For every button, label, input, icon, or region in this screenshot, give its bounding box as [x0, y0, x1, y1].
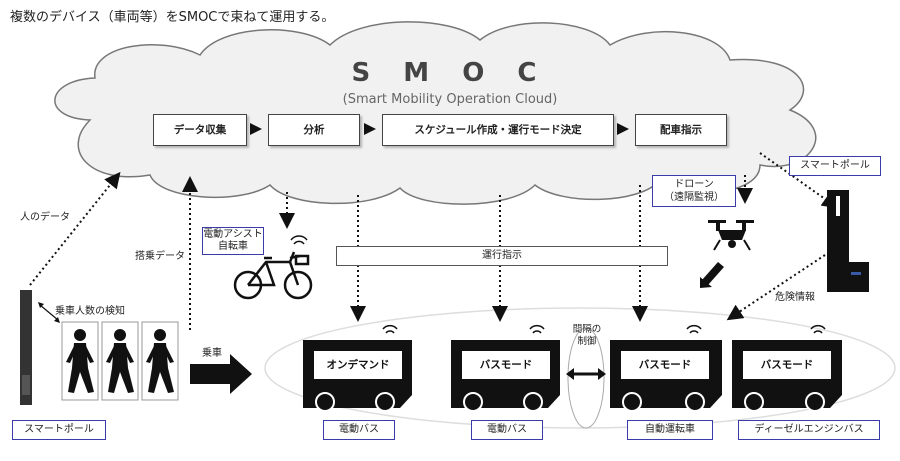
smart-pole-left-label: スマートポール: [12, 420, 106, 440]
drone-icon: [708, 220, 754, 251]
smoc-subtitle: (Smart Mobility Operation Cloud): [342, 92, 558, 107]
danger-info-label: 危険情報: [775, 292, 815, 303]
vehicle-2-label: 電動バス: [471, 420, 543, 440]
page-caption: 複数のデバイス（車両等）をSMOCで束ねて運用する。: [10, 10, 335, 25]
people-group: [61, 321, 179, 401]
boarding-arrow: [190, 354, 252, 394]
vehicle-1-label: 電動バス: [323, 420, 395, 440]
boarding-label: 乗車: [202, 348, 222, 359]
step-data-collection: データ収集: [153, 114, 247, 146]
count-detect-label: 乗車人数の検知: [55, 306, 125, 317]
people-data-label: 人のデータ: [20, 212, 70, 223]
ebike-label: 電動アシスト 自転車: [202, 227, 264, 255]
smart-pole-right-shape: [827, 190, 849, 292]
operation-instruction-bar: 運行指示: [336, 246, 668, 266]
interval-oval: [567, 327, 605, 429]
vehicle-3-mode: バスモード: [621, 351, 709, 379]
step-arrow: [364, 123, 376, 135]
step-analysis: 分析: [268, 114, 360, 146]
step-arrow: [617, 123, 629, 135]
smoc-title: S M O C: [351, 58, 549, 88]
bicycle-icon: [233, 251, 313, 300]
vehicle-3-label: 自動運転車: [627, 420, 713, 440]
step-dispatch: 配車指示: [635, 114, 727, 146]
cloud-shape: [54, 21, 817, 205]
vehicle-2-mode: バスモード: [462, 351, 550, 379]
vehicle-4-mode: バスモード: [743, 351, 831, 379]
step-arrow: [250, 123, 262, 135]
vehicle-4-label: ディーゼルエンジンバス: [738, 420, 880, 440]
ground-oval: [264, 307, 896, 429]
wifi-icons: [382, 324, 826, 334]
vehicle-1-mode: オンデマンド: [314, 351, 402, 379]
smart-pole-right-label: スマートポール: [789, 156, 881, 176]
drone-label: ドローン （遠隔監視）: [652, 175, 736, 207]
interval-control-label: 間隔の 制御: [572, 324, 602, 347]
step-schedule: スケジュール作成・運行モード決定: [382, 114, 614, 146]
boarding-data-label: 搭乗データ: [135, 251, 185, 262]
